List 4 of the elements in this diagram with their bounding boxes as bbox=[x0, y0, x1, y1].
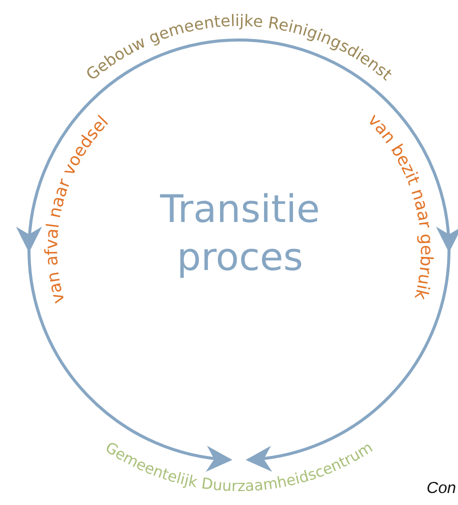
arrow bbox=[16, 38, 240, 472]
arrow bbox=[238, 38, 458, 472]
center-title: Transitie proces bbox=[159, 186, 321, 281]
caption-fragment: Con bbox=[426, 480, 456, 498]
